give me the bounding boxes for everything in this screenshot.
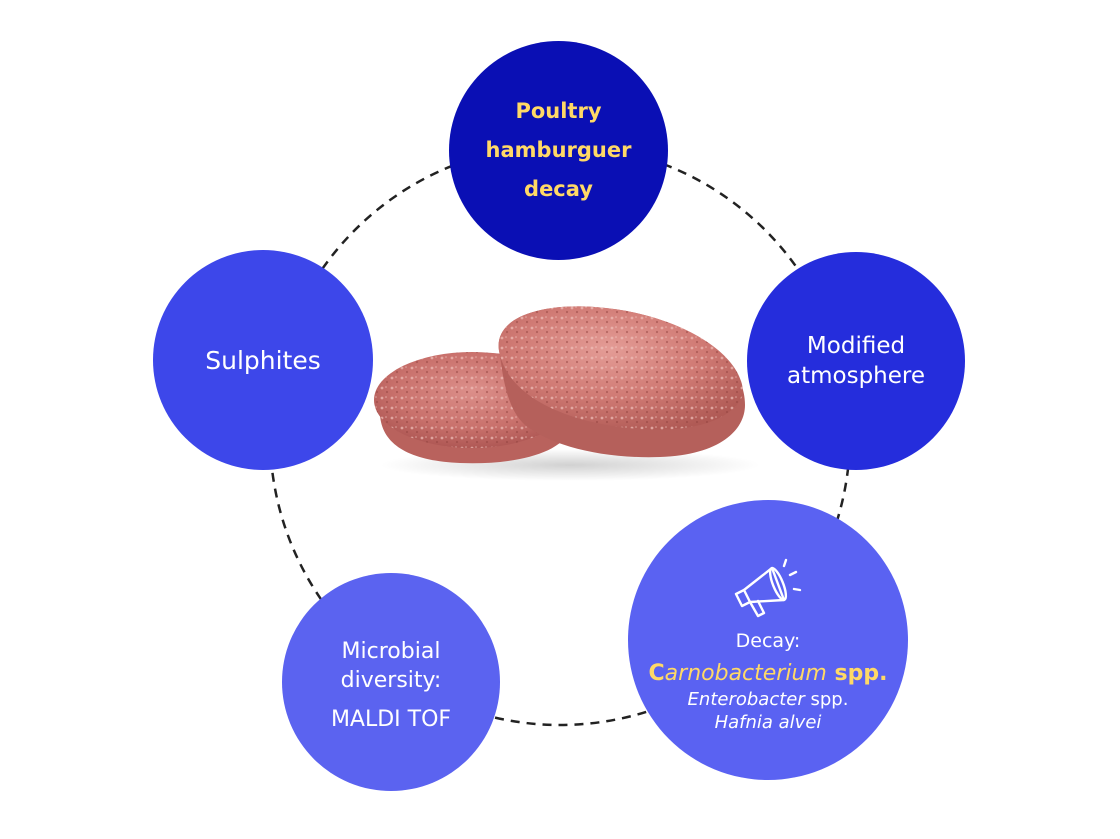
hamburger-patties-image [374, 306, 760, 481]
carnobacterium-suffix: spp. [834, 661, 888, 686]
node-bottom-left-method: MALDI TOF [330, 706, 452, 732]
node-modified-atmosphere: Modified atmosphere [747, 252, 965, 470]
hafnia-alvei-line: Hafnia alvei [714, 712, 822, 733]
node-top-line-3: decay [524, 177, 593, 201]
node-right-line-1: Modified [806, 333, 906, 359]
enterobacter-line: Enterobacter spp. [688, 688, 849, 711]
carnobacterium-line: Carnobacterium spp. [649, 660, 888, 688]
node-top-line-1: Poultry [515, 99, 602, 123]
node-decay-species: Decay: Carnobacterium spp. Enterobacter … [628, 500, 908, 780]
carnobacterium-genus: arnobacterium [664, 661, 827, 686]
node-bottom-left-line-1: Microbial [341, 638, 441, 664]
decay-label: Decay: [735, 630, 801, 652]
node-right-line-2: atmosphere [787, 363, 925, 389]
carnobacterium-initial: C [648, 661, 665, 686]
megaphone-icon [734, 558, 802, 618]
upper-patty [498, 306, 745, 458]
enterobacter-genus: Enterobacter [687, 689, 805, 710]
node-sulphites: Sulphites [153, 250, 373, 470]
node-bottom-left-line-2: diversity: [340, 667, 442, 693]
node-poultry-hamburguer-decay: Poultry hamburguer decay [449, 41, 668, 260]
enterobacter-suffix: spp. [810, 689, 849, 710]
node-microbial-diversity: Microbial diversity: MALDI TOF [282, 573, 500, 791]
node-top-line-2: hamburguer [485, 138, 632, 162]
node-left-label: Sulphites [205, 345, 321, 375]
